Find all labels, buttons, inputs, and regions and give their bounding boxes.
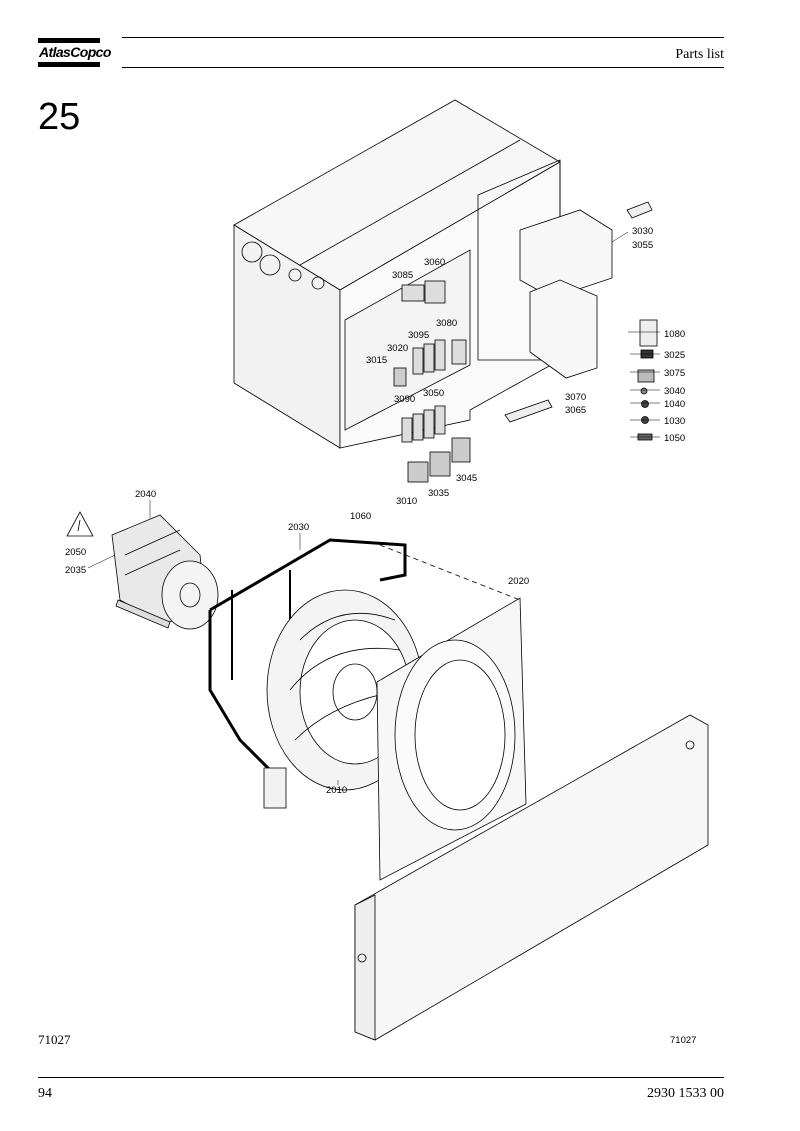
header-rule-bottom <box>122 67 724 68</box>
callout-2035: 2035 <box>65 565 86 576</box>
callout-3025: 3025 <box>664 350 685 361</box>
callout-3070: 3070 <box>565 392 586 403</box>
bracket-3030 <box>626 201 653 219</box>
small-parts-1080-1050 <box>637 319 658 441</box>
footer-rule <box>38 1077 724 1078</box>
callout-3065: 3065 <box>565 405 586 416</box>
figure-id-right: 71027 <box>670 1035 696 1046</box>
callout-3045: 3045 <box>456 473 477 484</box>
section-title: Parts list <box>675 47 724 62</box>
callout-3020: 3020 <box>387 343 408 354</box>
callout-3055: 3055 <box>632 240 653 251</box>
callout-3080: 3080 <box>436 318 457 329</box>
callout-2050: 2050 <box>65 547 86 558</box>
callout-3060: 3060 <box>424 257 445 268</box>
leader-lines <box>87 231 660 785</box>
callout-2020: 2020 <box>508 576 529 587</box>
logo-text: AtlasCopco <box>39 44 111 60</box>
callout-3010: 3010 <box>396 496 417 507</box>
side-panel <box>354 714 709 1041</box>
callout-1050: 1050 <box>664 433 685 444</box>
callout-3085: 3085 <box>392 270 413 281</box>
frame-2030 <box>208 538 407 809</box>
logo-bottom-bar <box>38 62 100 67</box>
warning-sign-2050 <box>66 511 94 537</box>
page-number: 94 <box>38 1086 52 1101</box>
group-number: 25 <box>38 96 81 138</box>
callout-3050: 3050 <box>423 388 444 399</box>
plate-3070 <box>529 279 598 379</box>
callout-3030: 3030 <box>632 226 653 237</box>
callout-2040: 2040 <box>135 489 156 500</box>
electrical-components <box>393 280 471 483</box>
callout-2010: 2010 <box>326 785 347 796</box>
header-rule-top <box>122 37 724 38</box>
callout-1040: 1040 <box>664 399 685 410</box>
document-number: 2930 1533 00 <box>647 1086 724 1101</box>
callout-2030: 2030 <box>288 522 309 533</box>
callout-3035: 3035 <box>428 488 449 499</box>
motor-2040 <box>111 514 219 630</box>
atlas-copco-logo: AtlasCopco <box>38 38 111 68</box>
callout-1030: 1030 <box>664 416 685 427</box>
rail-3065 <box>504 399 553 423</box>
inlet-plate-2020 <box>376 597 527 881</box>
callout-3040: 3040 <box>664 386 685 397</box>
callout-3015: 3015 <box>366 355 387 366</box>
logo-top-bar <box>38 38 100 43</box>
callout-1080: 1080 <box>664 329 685 340</box>
callout-3095: 3095 <box>408 330 429 341</box>
callout-3075: 3075 <box>664 368 685 379</box>
callout-1060: 1060 <box>350 511 371 522</box>
callout-3090: 3090 <box>394 394 415 405</box>
cover-3055 <box>519 209 613 299</box>
callout-labels: 3030 3055 3085 3060 3080 3095 3020 3015 … <box>65 226 696 1046</box>
figure-id-left: 71027 <box>38 1032 71 1047</box>
